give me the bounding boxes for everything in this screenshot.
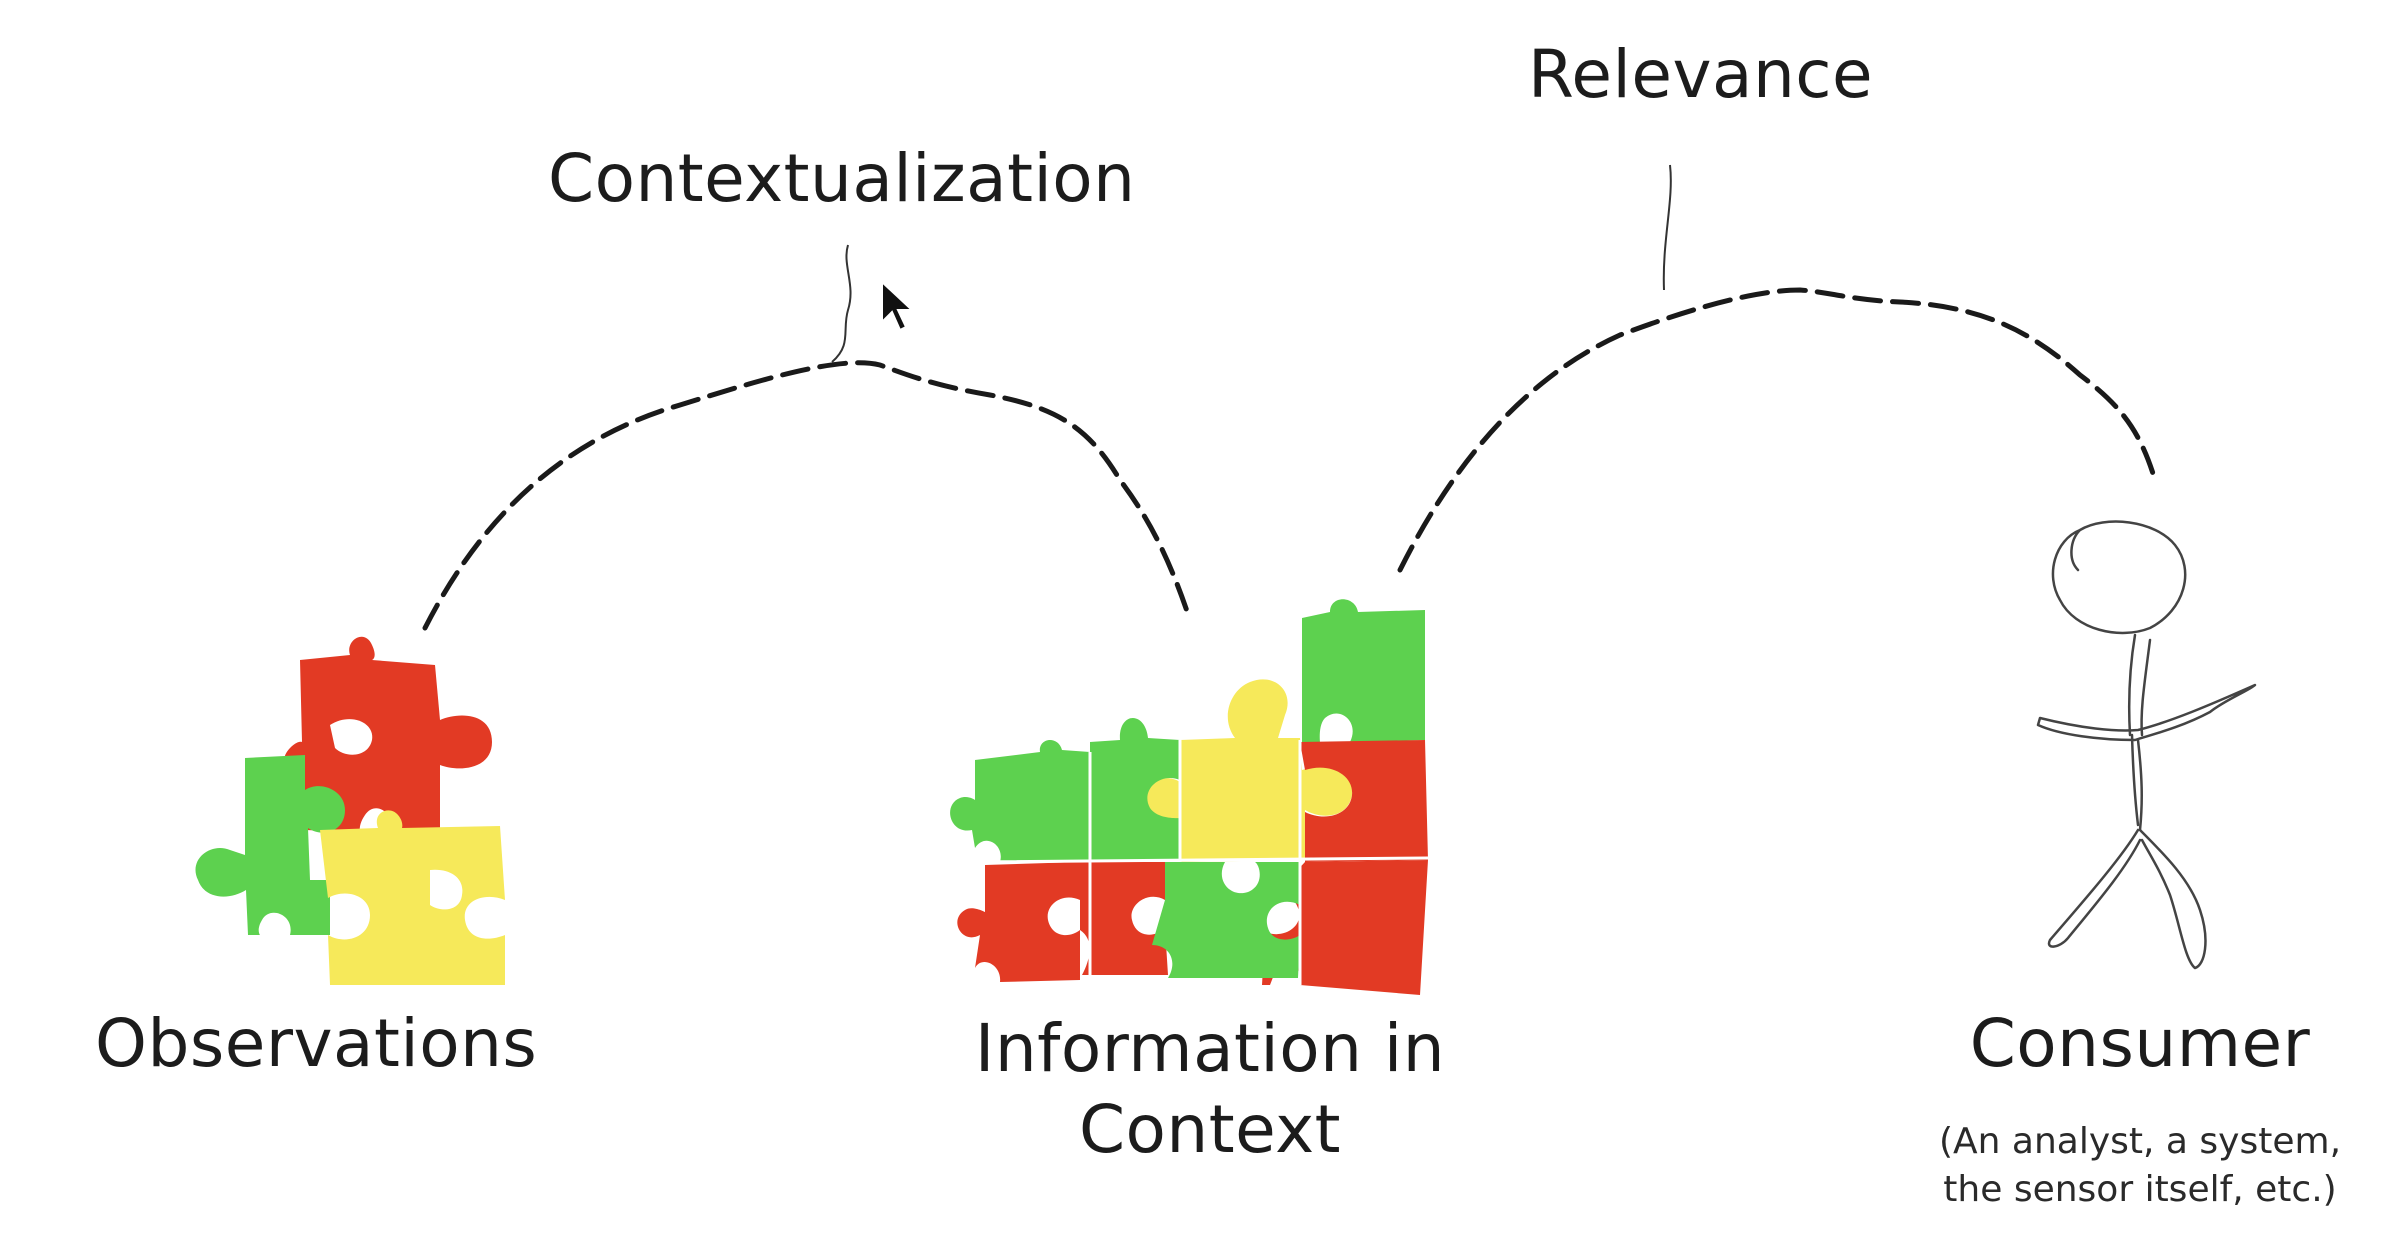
relevance-label: Relevance [1528,36,1874,113]
observations-label: Observations [95,1005,538,1082]
information-label-line1: Information in [974,1010,1446,1087]
observations-puzzle-icon [195,636,505,985]
consumer-note-line1: (An analyst, a system, [1938,1121,2342,1162]
mouse-cursor-icon [881,279,915,332]
consumer-note: (An analyst, a system, the sensor itself… [1900,1118,2380,1214]
consumer-label: Consumer [1969,1005,2311,1082]
consumer-note-line2: the sensor itself, etc.) [1943,1169,2337,1210]
relevance-arc [1397,287,2158,573]
contextualization-label: Contextualization [548,140,1136,217]
information-puzzle-icon [950,599,1429,995]
contextualization-arc [422,360,1193,631]
information-label-line2: Context [1078,1091,1342,1168]
information-label: Information in Context [940,1010,1480,1168]
contextualization-leader [831,244,852,363]
stick-figure-icon [2036,520,2257,970]
relevance-leader [1662,164,1672,291]
